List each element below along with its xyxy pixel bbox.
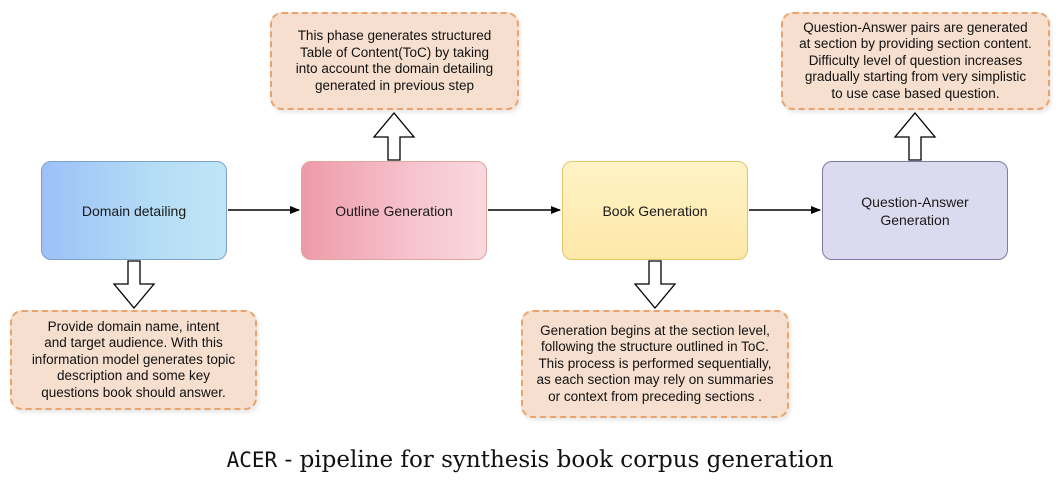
stage-question-answer-generation: Question-Answer Generation — [822, 161, 1008, 260]
note-question-answer-generation-text: Question-Answer pairs are generated at s… — [799, 19, 1032, 101]
note-question-answer-generation: Question-Answer pairs are generated at s… — [781, 12, 1050, 110]
block-arrow-domain-down — [112, 260, 156, 310]
caption-text: - pipeline for synthesis book corpus gen… — [277, 447, 834, 473]
stage-book-generation: Book Generation — [562, 161, 748, 260]
block-arrow-qa-up — [893, 111, 937, 161]
caption-name: ACER — [226, 448, 278, 472]
note-book-generation: Generation begins at the section level, … — [521, 310, 789, 418]
note-domain-detailing-text: Provide domain name, intent and target a… — [31, 318, 236, 400]
note-outline-generation: This phase generates structured Table of… — [270, 12, 519, 110]
block-arrow-outline-up — [372, 111, 416, 161]
stage-question-answer-generation-label: Question-Answer Generation — [861, 193, 969, 228]
note-book-generation-text: Generation begins at the section level, … — [536, 322, 774, 404]
note-outline-generation-text: This phase generates structured Table of… — [295, 28, 494, 93]
stage-domain-detailing-label: Domain detailing — [81, 202, 187, 219]
note-domain-detailing: Provide domain name, intent and target a… — [10, 310, 257, 410]
block-arrow-book-down — [633, 260, 677, 310]
stage-book-generation-label: Book Generation — [602, 202, 708, 219]
stage-domain-detailing: Domain detailing — [41, 161, 227, 260]
figure-caption: ACER - pipeline for synthesis book corpu… — [0, 447, 1060, 473]
stage-outline-generation: Outline Generation — [301, 161, 487, 260]
stage-outline-generation-label: Outline Generation — [335, 202, 453, 219]
